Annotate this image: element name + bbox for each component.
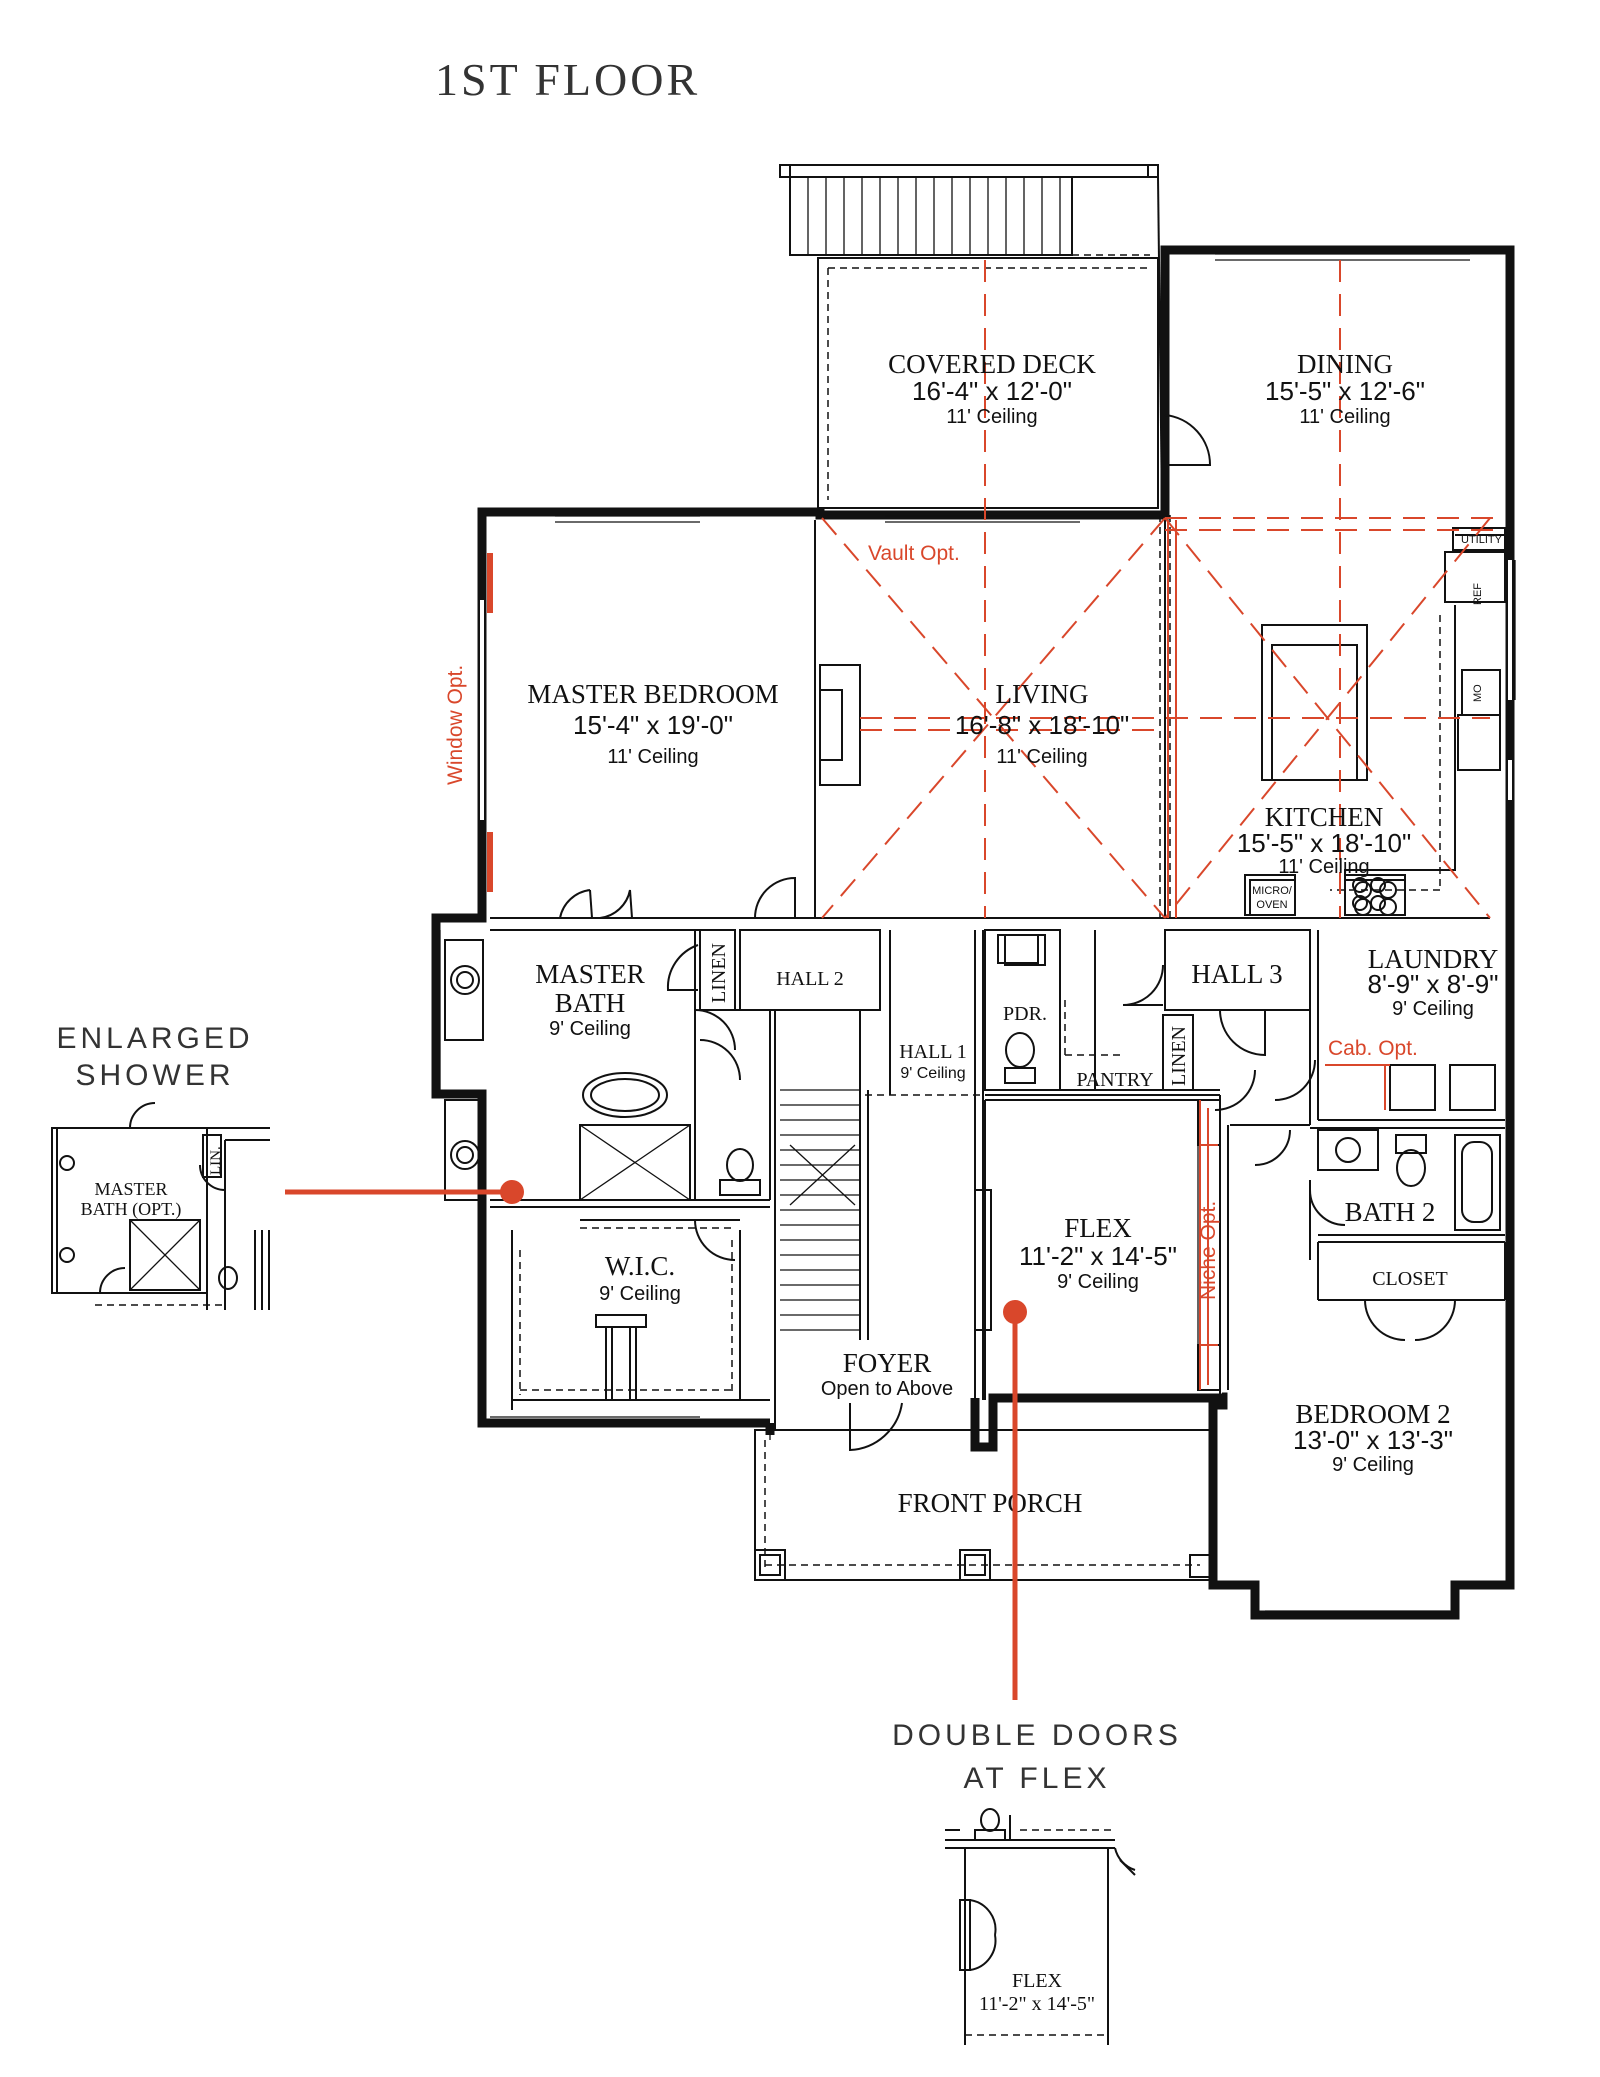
deck-stairs	[779, 164, 1163, 511]
living-ceiling: 11' Ceiling	[996, 746, 1087, 768]
hall3-name: HALL 3	[1191, 959, 1282, 989]
niche-option-label: Niche Opt.	[1197, 1201, 1220, 1300]
hall1-name: HALL 1	[899, 1041, 967, 1063]
vault-option-label: Vault Opt.	[868, 542, 960, 565]
room-labels: COVERED DECK 16'-4" x 12'-0" 11' Ceiling…	[527, 349, 1498, 1518]
linen-label-2: LINEN	[1168, 1026, 1190, 1086]
covered-deck-ceiling: 11' Ceiling	[946, 406, 1037, 428]
dining-dims: 15'-5" x 12'-6"	[1265, 376, 1425, 406]
flex-name: FLEX	[1064, 1213, 1132, 1243]
inset-flex-name: FLEX	[1012, 1970, 1063, 1992]
living-dims: 16'-8" x 18'-10"	[955, 710, 1129, 740]
bath2-name: BATH 2	[1345, 1197, 1436, 1227]
ref-label: REF	[1472, 583, 1484, 605]
mo-label: MO	[1472, 684, 1484, 702]
vault-option-lines	[821, 260, 1495, 1110]
pantry-name: PANTRY	[1076, 1069, 1153, 1091]
wic-name: W.I.C.	[605, 1251, 675, 1281]
flex-ceiling: 9' Ceiling	[1057, 1271, 1139, 1293]
master-bedroom-dims: 15'-4" x 19'-0"	[573, 710, 733, 740]
bedroom2-dims: 13'-0" x 13'-3"	[1293, 1425, 1453, 1455]
covered-deck-name: COVERED DECK	[888, 349, 1096, 379]
micro-label-1: MICRO/	[1252, 885, 1293, 897]
bedroom2-name: BEDROOM 2	[1295, 1399, 1450, 1429]
kitchen-name: KITCHEN	[1265, 802, 1383, 832]
flex-inset: FLEX 11'-2" x 14'-5"	[945, 1808, 1136, 2045]
foyer-note: Open to Above	[821, 1378, 953, 1400]
laundry-ceiling: 9' Ceiling	[1392, 998, 1474, 1020]
double-doors-callout: DOUBLE DOORS AT FLEX FLEX 11'-2" x 14'-5…	[892, 1300, 1182, 2045]
kitchen-ceiling: 11' Ceiling	[1278, 856, 1369, 878]
covered-deck-dims: 16'-4" x 12'-0"	[912, 376, 1072, 406]
enlarged-shower-inset: MASTER BATH (OPT.) LIN.	[51, 1102, 270, 1310]
enlarged-shower-label-2: SHOWER	[76, 1059, 235, 1092]
pdr-name: PDR.	[1003, 1003, 1047, 1025]
interior-walls	[444, 515, 1506, 1581]
double-doors-label-2: AT FLEX	[964, 1762, 1111, 1795]
enlarged-shower-label-1: ENLARGED	[56, 1022, 253, 1055]
fixture-labels: LINEN LINEN UTILITY REF MO MICRO/ OVEN	[708, 534, 1503, 1086]
bedroom2-ceiling: 9' Ceiling	[1332, 1454, 1414, 1476]
window-option-marks: Window Opt.	[444, 553, 493, 892]
plan-title: 1ST FLOOR	[435, 54, 700, 105]
living-name: LIVING	[996, 679, 1089, 709]
linen-label-1: LINEN	[708, 943, 730, 1003]
master-bath-name-2: BATH	[555, 988, 626, 1018]
double-doors-label-1: DOUBLE DOORS	[892, 1719, 1182, 1752]
hall2-name: HALL 2	[776, 968, 844, 990]
kitchen-dims: 15'-5" x 18'-10"	[1237, 828, 1411, 858]
front-porch-name: FRONT PORCH	[898, 1488, 1083, 1518]
window-option-label: Window Opt.	[444, 665, 467, 785]
inset-master-bath-2: BATH (OPT.)	[81, 1199, 182, 1220]
flex-dims: 11'-2" x 14'-5"	[1019, 1241, 1177, 1271]
utility-label: UTILITY	[1461, 534, 1503, 546]
master-bath-name-1: MASTER	[535, 959, 645, 989]
dining-ceiling: 11' Ceiling	[1299, 406, 1390, 428]
laundry-name: LAUNDRY	[1368, 944, 1499, 974]
windows	[439, 253, 1516, 1612]
dining-name: DINING	[1297, 349, 1393, 379]
hall1-ceiling: 9' Ceiling	[900, 1065, 965, 1082]
door-swings	[559, 414, 1456, 1452]
inset-master-bath-1: MASTER	[94, 1179, 167, 1199]
laundry-dims: 8'-9" x 8'-9"	[1368, 969, 1499, 999]
master-bath-ceiling: 9' Ceiling	[549, 1018, 631, 1040]
inset-flex-dims: 11'-2" x 14'-5"	[979, 1993, 1095, 2015]
foyer-name: FOYER	[843, 1348, 932, 1378]
master-bedroom-ceiling: 11' Ceiling	[607, 746, 698, 768]
wic-ceiling: 9' Ceiling	[599, 1283, 681, 1305]
enlarged-shower-callout: ENLARGED SHOWER MASTER B	[51, 1022, 524, 1310]
option-labels: Vault Opt. Niche Opt. Cab. Opt.	[868, 542, 1418, 1300]
master-bedroom-name: MASTER BEDROOM	[527, 679, 778, 709]
closet-name: CLOSET	[1372, 1268, 1448, 1290]
micro-label-2: OVEN	[1256, 899, 1287, 911]
cab-option-label: Cab. Opt.	[1328, 1037, 1418, 1060]
inset-lin-label: LIN.	[208, 1146, 224, 1175]
